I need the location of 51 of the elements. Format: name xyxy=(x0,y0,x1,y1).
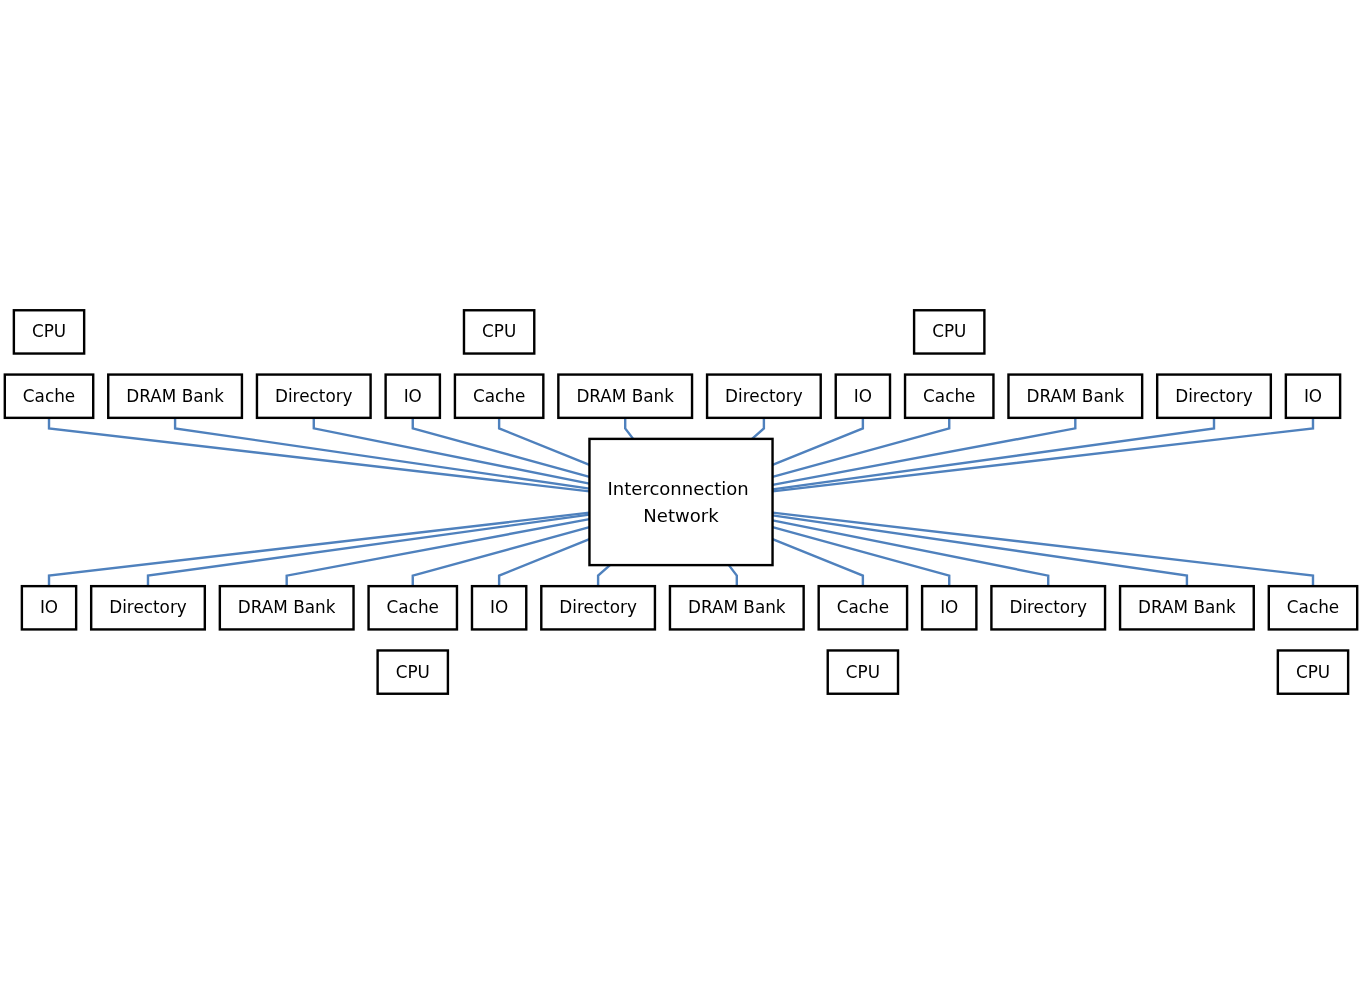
node-box: IO xyxy=(20,584,78,631)
connector xyxy=(47,510,590,586)
connector xyxy=(146,512,590,586)
node-box: DRAM Bank xyxy=(557,372,694,419)
connector xyxy=(173,417,590,490)
node-box: Interconnection Network xyxy=(588,437,774,566)
node-box: Cache xyxy=(903,372,995,419)
node-box: Directory xyxy=(89,584,206,631)
connector xyxy=(772,417,951,478)
connector xyxy=(772,525,951,586)
connector xyxy=(411,417,590,478)
node-box: Directory xyxy=(990,584,1107,631)
node-box: CPU xyxy=(912,308,986,355)
node-box: IO xyxy=(834,372,892,419)
connector xyxy=(772,518,1050,586)
connector xyxy=(772,417,865,466)
connector xyxy=(497,537,590,586)
node-box: IO xyxy=(470,584,528,631)
node-box: DRAM Bank xyxy=(218,584,355,631)
node-box: DRAM Bank xyxy=(668,584,805,631)
connector xyxy=(285,517,590,586)
node-box: Directory xyxy=(540,584,657,631)
node-box: IO xyxy=(920,584,978,631)
node-box: DRAM Bank xyxy=(1118,584,1255,631)
connector xyxy=(772,417,1077,486)
node-box: Cache xyxy=(3,372,95,419)
node-box: IO xyxy=(1284,372,1342,419)
node-box: Directory xyxy=(255,372,372,419)
connector xyxy=(411,525,590,586)
node-box: Cache xyxy=(453,372,545,419)
node-box: DRAM Bank xyxy=(1007,372,1144,419)
connector xyxy=(497,417,590,466)
connector xyxy=(772,537,865,586)
node-box: CPU xyxy=(376,648,450,695)
node-box: DRAM Bank xyxy=(107,372,244,419)
connector xyxy=(312,417,590,485)
node-box: CPU xyxy=(462,308,536,355)
connector xyxy=(772,417,1216,491)
node-box: Cache xyxy=(817,584,909,631)
connector xyxy=(772,510,1315,586)
connector xyxy=(772,417,1315,493)
connector xyxy=(772,513,1189,586)
node-box: Directory xyxy=(1156,372,1273,419)
connector xyxy=(47,417,590,493)
node-box: IO xyxy=(384,372,442,419)
node-box: CPU xyxy=(12,308,86,355)
node-box: CPU xyxy=(826,648,900,695)
node-box: Cache xyxy=(1267,584,1359,631)
node-box: Directory xyxy=(705,372,822,419)
node-box: Cache xyxy=(367,584,459,631)
node-box: CPU xyxy=(1276,648,1350,695)
